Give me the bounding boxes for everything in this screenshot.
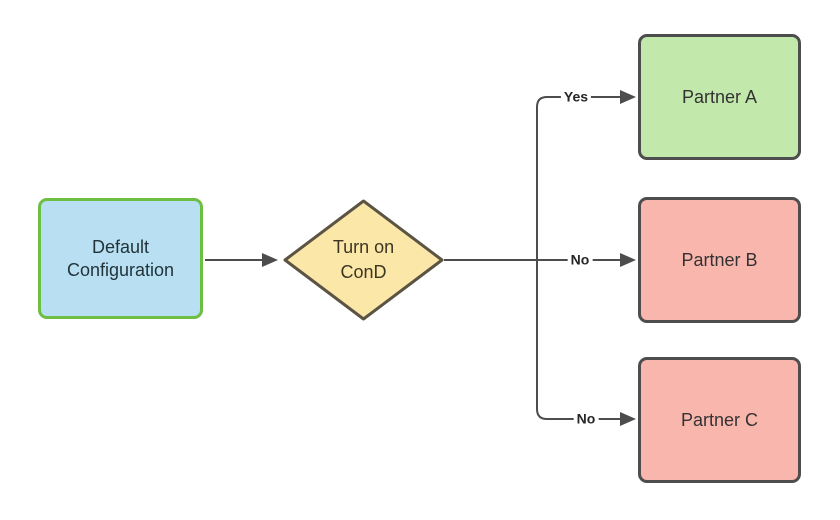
node-turn-on-cond-decision[interactable]: Turn on ConD xyxy=(283,199,444,321)
edge-label-no-partner-c: No xyxy=(573,410,599,428)
node-partner-b[interactable]: Partner B xyxy=(638,197,801,323)
node-partner-c-label: Partner C xyxy=(680,409,759,430)
node-partner-a[interactable]: Partner A xyxy=(638,34,801,160)
node-turn-on-cond-label: Turn on ConD xyxy=(332,237,395,282)
edge-no-to-partner-b-arrowhead xyxy=(620,253,636,267)
node-partner-b-label: Partner B xyxy=(681,249,758,270)
node-partner-a-label: Partner A xyxy=(681,86,758,107)
edge-no-to-partner-c-arrowhead xyxy=(620,412,636,426)
node-default-configuration[interactable]: Default Configuration xyxy=(38,198,203,319)
edge-yes-to-partner-a-arrowhead xyxy=(620,90,636,104)
node-default-configuration-label: Default Configuration xyxy=(66,236,175,280)
edge-label-no-partner-b: No xyxy=(567,251,593,269)
edge-no-to-partner-c-line xyxy=(536,260,627,420)
edge-yes-to-partner-a-line xyxy=(536,96,627,260)
diamond-shape xyxy=(283,199,444,321)
edge-default-to-decision-arrowhead xyxy=(262,253,278,267)
edge-label-yes: Yes xyxy=(560,88,592,106)
node-partner-c[interactable]: Partner C xyxy=(638,357,801,483)
